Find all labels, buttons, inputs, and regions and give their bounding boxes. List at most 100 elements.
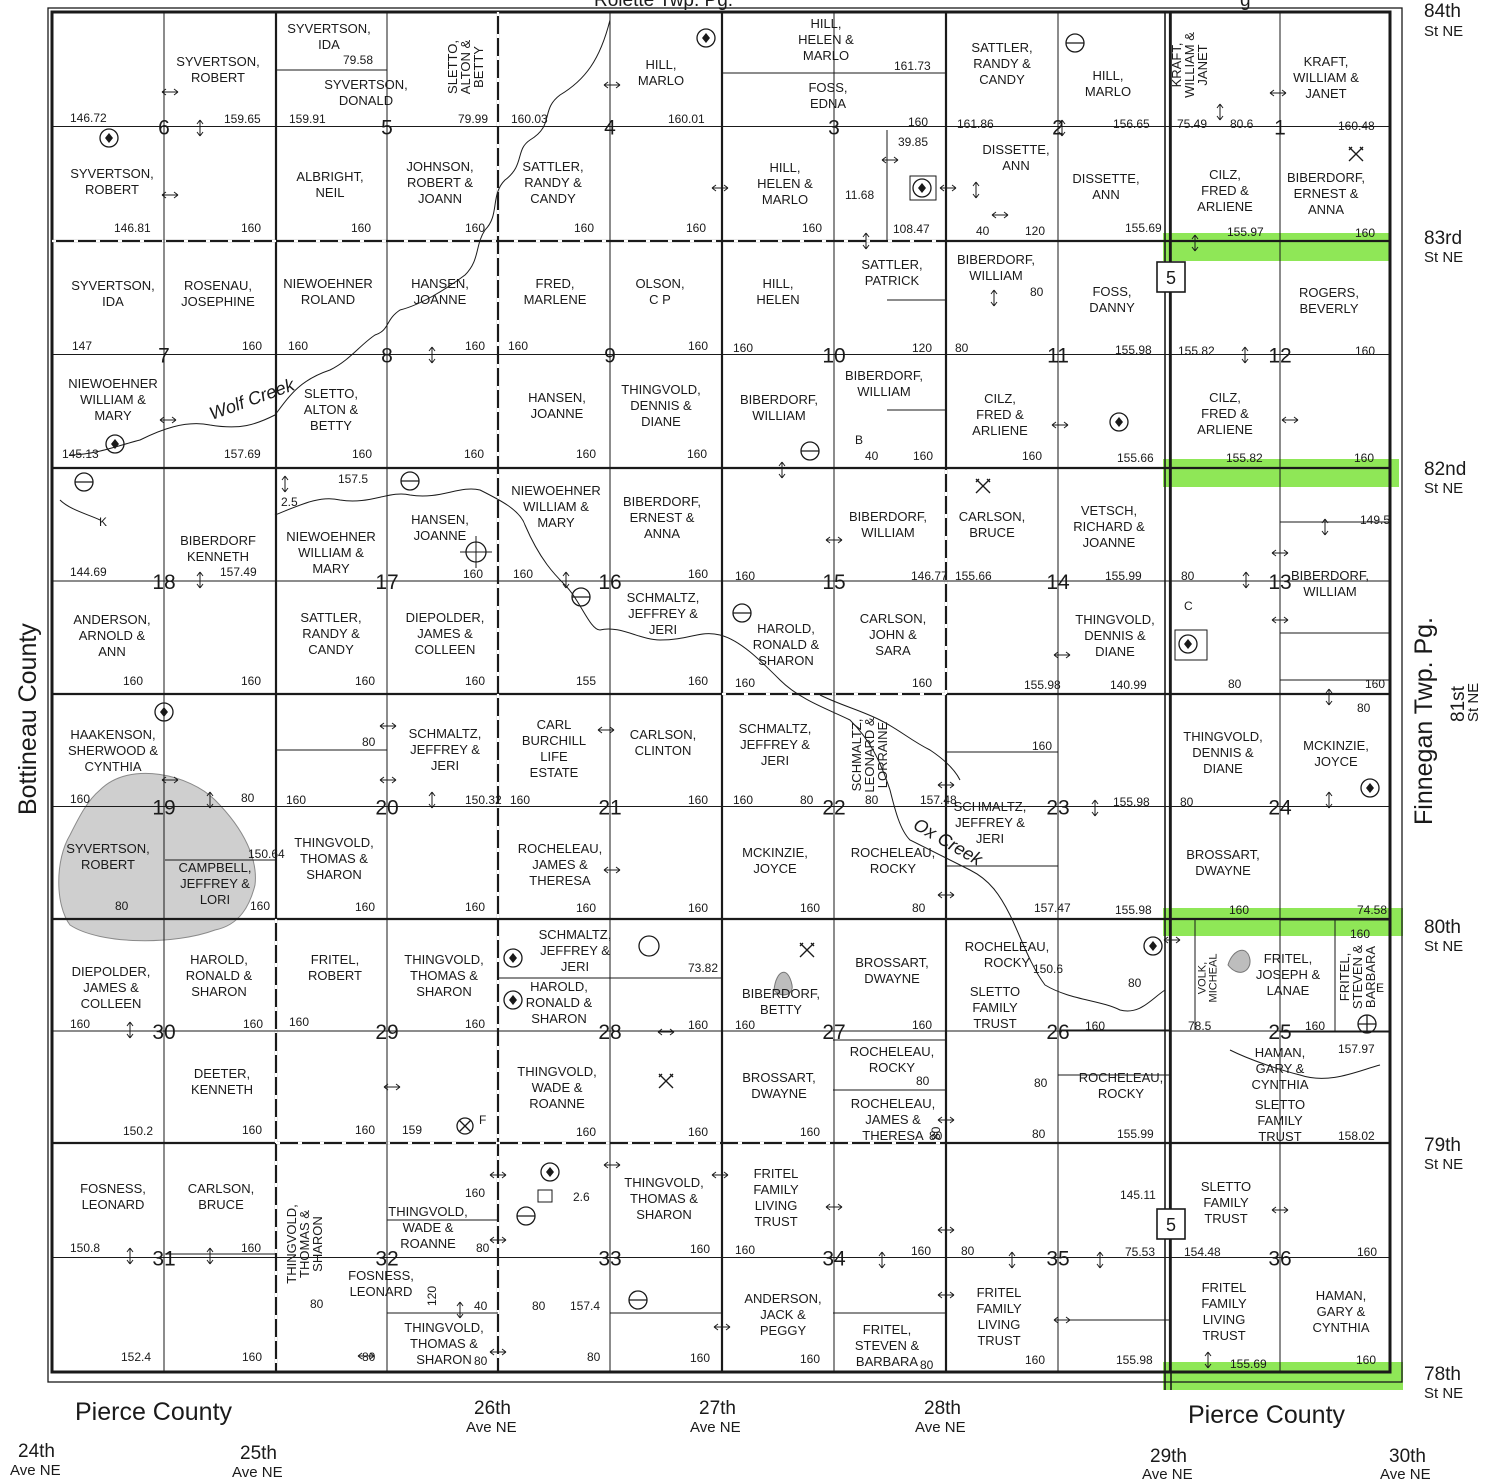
owner-name: SYVERTSON,ROBERT: [176, 54, 260, 85]
owner-name: FOSNESS,LEONARD: [348, 1268, 414, 1299]
owner-name: CILZ,FRED &ARLIENE: [1197, 390, 1253, 437]
acreage-value: E: [1376, 981, 1384, 995]
acreage-value: C: [1184, 599, 1193, 613]
acreage-value: 80: [955, 341, 969, 355]
avenue-label-suffix: Ave NE: [1142, 1466, 1193, 1482]
acreage-value: 75.49: [1177, 117, 1207, 131]
acreage-value: 160: [690, 1351, 710, 1365]
owner-name: HAROLD,RONALD &SHARON: [753, 621, 820, 668]
acreage-value: 160: [1350, 927, 1370, 941]
street-label-number: 83rd: [1424, 228, 1462, 249]
mine-icon: [975, 478, 991, 494]
arrow-icon: [196, 119, 204, 137]
acreage-value: 150.2: [123, 1124, 153, 1138]
acreage-value: 80: [929, 1126, 943, 1140]
acreage-value: 80: [362, 735, 376, 749]
mine-icon: [1348, 146, 1364, 162]
acreage-value: 160: [1355, 344, 1375, 358]
highway-5: 5 5: [1156, 12, 1186, 1390]
acreage-value: 160.01: [668, 112, 705, 126]
section-number: 10: [822, 345, 845, 368]
arrow-icon: [603, 1161, 621, 1169]
acreage-value: 79.58: [343, 53, 373, 67]
acreage-value: 147: [72, 339, 92, 353]
owner-name: HANSEN,JOANNE: [411, 276, 469, 307]
avenue-label-number: 25th: [240, 1443, 277, 1464]
arrow-icon: [126, 1021, 134, 1039]
arrow-icon: [428, 791, 436, 809]
acreage-value: 40: [865, 449, 879, 463]
acreage-value: 150.32: [465, 793, 502, 807]
owner-name: THINGVOLD,DENNIS &DIANE: [1075, 612, 1154, 659]
section-number: 36: [1268, 1248, 1291, 1271]
section-number: 5: [381, 117, 393, 140]
owner-name: OLSON,C P: [635, 276, 684, 307]
owner-name: HILL,HELEN: [756, 276, 799, 307]
owner-name: THINGVOLD,THOMAS &SHARON: [404, 1320, 483, 1367]
section-number: 30: [152, 1021, 175, 1044]
acreage-value: 155.66: [955, 569, 992, 583]
street-label-number: 78th: [1424, 1364, 1461, 1385]
acreage-value: 160: [510, 793, 530, 807]
arrow-icon: [379, 776, 397, 784]
avenue-label-number: 28th: [924, 1398, 961, 1419]
acreage-value: 80: [800, 793, 814, 807]
minus-circle-icon: [628, 1290, 648, 1310]
acreage-value: 160: [802, 221, 822, 235]
section-number: 24: [1268, 797, 1292, 820]
acreage-value: 160: [735, 676, 755, 690]
section-number: 1: [1274, 117, 1286, 140]
acreage-value: 160: [465, 1017, 485, 1031]
arrow-icon: [1096, 1251, 1104, 1269]
owner-name: ROGERS,BEVERLY: [1299, 285, 1359, 316]
owner-name: ALBRIGHT,NEIL: [296, 169, 363, 200]
acreage-value: 160: [70, 1017, 90, 1031]
acreage-value: 11.68: [845, 188, 874, 202]
owner-name: FRITEL,JOSEPH &LANAE: [1256, 951, 1321, 998]
section-number: 18: [152, 571, 175, 594]
arrow-icon: [161, 88, 179, 96]
arrow-icon: [1216, 103, 1224, 121]
arrow-icon: [1053, 651, 1071, 659]
section-grid: [47, 7, 1403, 1383]
street-label-suffix: St NE: [1424, 249, 1463, 266]
acreage-value: 157.48: [920, 793, 957, 807]
acreage-value: 160: [1032, 739, 1052, 753]
open-circle-icon: [638, 935, 660, 957]
avenue-label-suffix: Ave NE: [690, 1419, 741, 1436]
owner-name: BIBERDORF,WILLIAM: [845, 368, 923, 399]
owner-name: KRAFT,WILLIAM &JANET: [1169, 32, 1210, 98]
street-label-number: 84th: [1424, 1, 1461, 22]
acreage-value: 155.99: [1105, 569, 1142, 583]
acreage-value: 160: [688, 1125, 708, 1139]
wolf-creek-label: Wolf Creek: [207, 374, 298, 424]
section-number: 9: [604, 345, 616, 368]
street-label-number: 81st: [1448, 685, 1469, 722]
arrow-icon: [161, 191, 179, 199]
avenue-labels: 24th Ave NE 25th Ave NE 26th Ave NE 27th…: [10, 1398, 1431, 1482]
acreage-value: 120: [1025, 224, 1045, 238]
arrow-icon: [562, 571, 570, 589]
owner-name: HAMAN,GARY &CYNTHIA: [1312, 1288, 1369, 1335]
acreage-value: 145.13: [62, 447, 99, 461]
minus-circle-icon: [732, 603, 752, 623]
owner-name: JOHNSON,ROBERT &JOANN: [406, 159, 473, 206]
owner-name: SCHMALTZ,JEFFREY &JERI: [954, 799, 1027, 846]
owner-name: BIBERDORF,ERNEST &ANNA: [623, 494, 701, 541]
section-number: 31: [152, 1248, 175, 1271]
section-number: 27: [822, 1021, 845, 1044]
west-county-label: Bottineau County: [14, 623, 42, 815]
owner-name: HILL,MARLO: [638, 57, 684, 88]
acreage-value: 160: [465, 221, 485, 235]
acreage-value: 155.69: [1125, 221, 1162, 235]
owner-name: HILL,HELEN &MARLO: [798, 16, 854, 63]
section-number: 23: [1046, 797, 1069, 820]
well-icon: [105, 434, 125, 454]
arrow-icon: [1163, 936, 1181, 944]
acreage-value: 160: [465, 900, 485, 914]
acreage-value: 160: [1305, 1019, 1325, 1033]
street-label-suffix: St NE: [1424, 23, 1463, 40]
arrow-icon: [1053, 1316, 1071, 1324]
